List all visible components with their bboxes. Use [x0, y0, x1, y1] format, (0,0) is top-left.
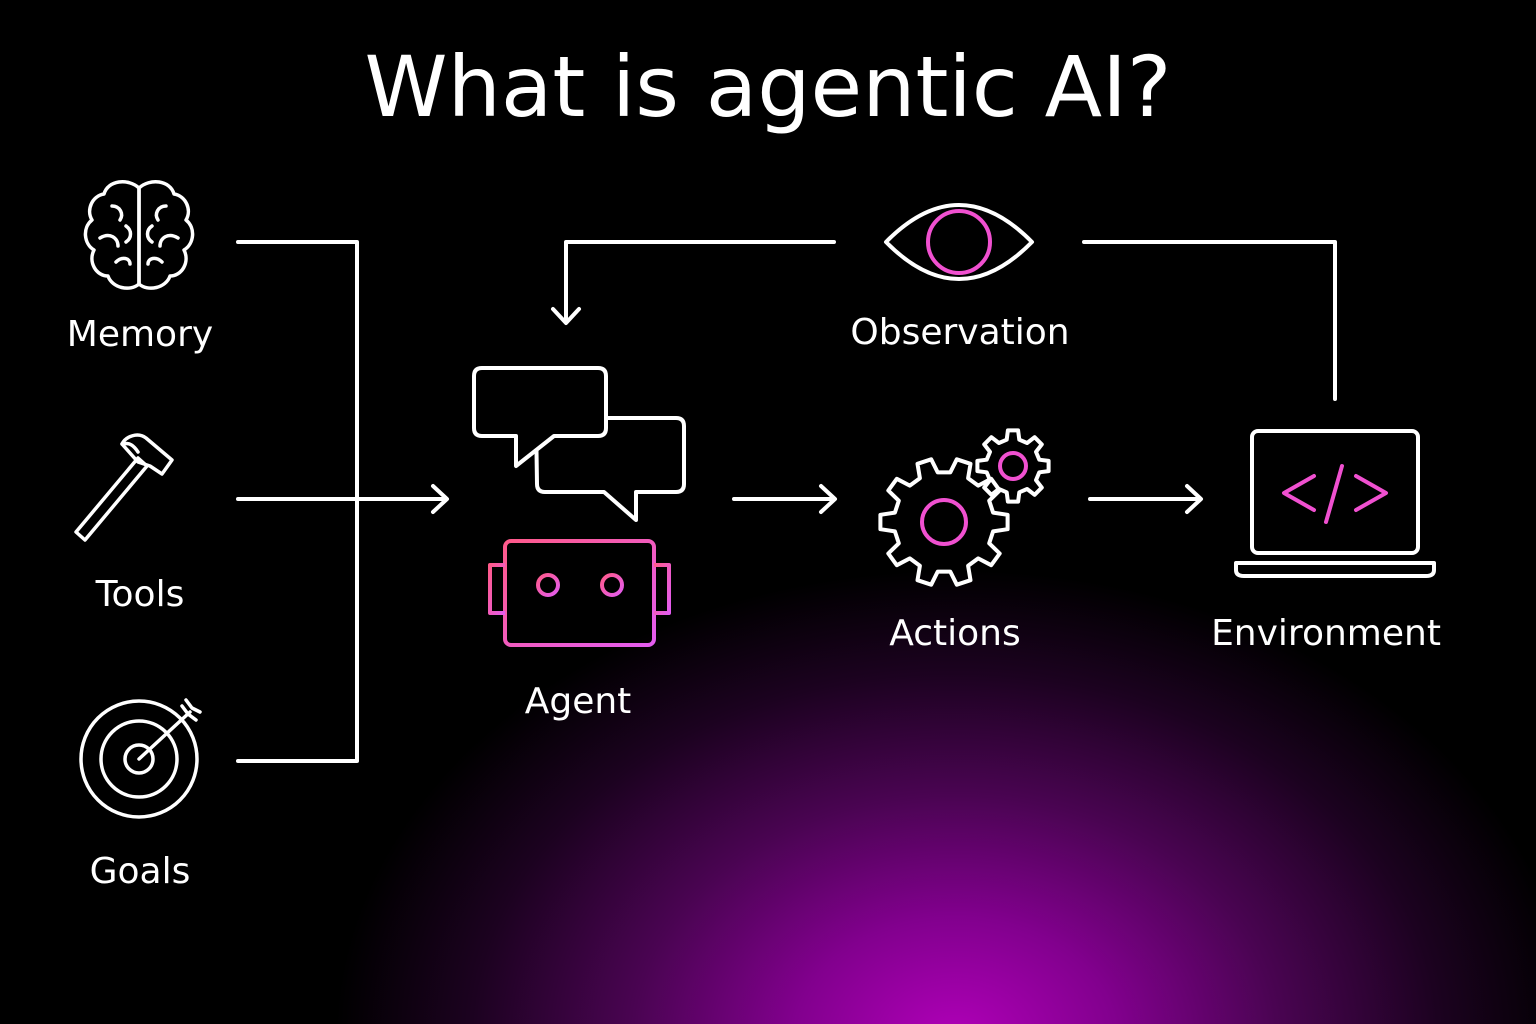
- target-icon: [79, 698, 202, 819]
- environment-label: Environment: [1211, 613, 1441, 654]
- observation-label: Observation: [850, 312, 1070, 353]
- chat-bubbles-icon: [472, 366, 686, 522]
- memory-label: Memory: [66, 314, 214, 355]
- hammer-icon: [74, 433, 174, 542]
- environment-to-observation-line: [1082, 240, 1337, 401]
- page-title: What is agentic AI?: [364, 38, 1172, 136]
- observation-to-agent-arrow: [551, 240, 836, 325]
- laptop-code-icon: [1234, 429, 1436, 578]
- tools-label: Tools: [95, 574, 185, 615]
- robot-icon: [488, 539, 671, 647]
- actions-to-environment-arrow: [1088, 484, 1203, 514]
- agent-label: Agent: [524, 681, 632, 722]
- goals-label: Goals: [89, 851, 191, 892]
- memory-connector: [236, 240, 359, 763]
- brain-icon: [83, 180, 195, 290]
- actions-label: Actions: [889, 613, 1021, 654]
- gears-icon: [878, 428, 1051, 587]
- agent-to-actions-arrow: [732, 484, 837, 514]
- eye-icon: [884, 203, 1034, 281]
- tools-arrowhead: [431, 484, 449, 514]
